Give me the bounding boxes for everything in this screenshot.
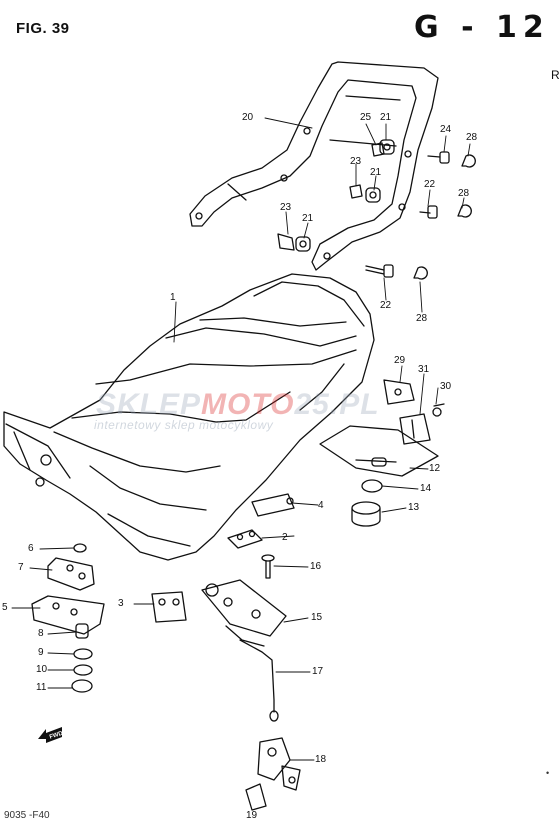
part-label-1: 1 [170, 292, 176, 303]
seat-part [3, 273, 375, 561]
bolt-part [261, 554, 275, 579]
part-label-2: 2 [282, 532, 288, 543]
part-label-28-mid: 28 [458, 188, 470, 199]
watermark-brand-c: 25.PL [294, 388, 380, 421]
rail-bushings-part [277, 139, 395, 252]
watermark-brand-a: SKLEP [96, 388, 202, 421]
part-label-21-low: 21 [302, 213, 314, 224]
footer-code: 9035 -F40 [4, 810, 50, 821]
group-code: G - 12 [414, 10, 550, 45]
part-label-16: 16 [310, 561, 322, 572]
watermark-brand: SKLEPMOTO25.PL [96, 388, 380, 422]
caps-part [413, 154, 476, 280]
part-label-18: 18 [315, 754, 327, 765]
part-label-21-mid: 21 [370, 167, 382, 178]
rail-bolts-part [365, 151, 450, 278]
lock-set-part [245, 737, 301, 811]
part-label-21-top: 21 [380, 112, 392, 123]
grab-rail-part [189, 61, 439, 271]
part-label-15: 15 [311, 612, 323, 623]
watermark-tagline: internetowy sklep motocyklowy [94, 418, 274, 432]
part-label-25: 23 [350, 156, 362, 167]
mount-part [151, 591, 187, 623]
part-label-20: 20 [242, 112, 254, 123]
part-label-3: 3 [118, 598, 124, 609]
part-label-22: 22 [380, 300, 392, 311]
fwd-label: FWD [49, 731, 64, 741]
part-label-24: 22 [424, 179, 436, 190]
part-label-12: 12 [429, 463, 441, 474]
footer-mark: • [546, 768, 550, 778]
leader-lines [11, 117, 471, 761]
part-label-27: 25 [360, 112, 372, 123]
watermark-brand-b: MOTO [201, 388, 295, 421]
part-label-10: 10 [36, 664, 48, 675]
part-label-9: 9 [38, 647, 44, 658]
part-label-28-low: 28 [416, 313, 428, 324]
part-label-17: 17 [312, 666, 324, 677]
fwd-arrow-icon: FWD [38, 727, 64, 743]
seat-bumper-part [251, 493, 295, 517]
side-hardware-part [31, 543, 105, 693]
part-label-30: 30 [440, 381, 452, 392]
part-label-23: 23 [280, 202, 292, 213]
part-label-13: 13 [408, 502, 420, 513]
part-label-5: 5 [2, 602, 8, 613]
edge-mark: R [551, 68, 560, 82]
part-label-19: 19 [246, 810, 258, 821]
part-label-29: 29 [394, 355, 406, 366]
lock-cable-part [239, 639, 279, 722]
helmet-hook-part [227, 529, 263, 549]
part-label-14: 14 [420, 483, 432, 494]
part-label-6: 6 [28, 543, 34, 554]
part-label-7: 7 [18, 562, 24, 573]
part-label-11: 11 [36, 682, 47, 693]
part-label-28-top: 28 [466, 132, 478, 143]
seat-lock-bracket-part [319, 379, 445, 527]
seat-lock-assembly-part [201, 579, 287, 647]
part-label-8: 8 [38, 628, 44, 639]
part-label-26: 24 [440, 124, 452, 135]
part-label-4: 4 [318, 500, 324, 511]
part-label-31: 31 [418, 364, 430, 375]
figure-label: FIG. 39 [16, 20, 70, 37]
